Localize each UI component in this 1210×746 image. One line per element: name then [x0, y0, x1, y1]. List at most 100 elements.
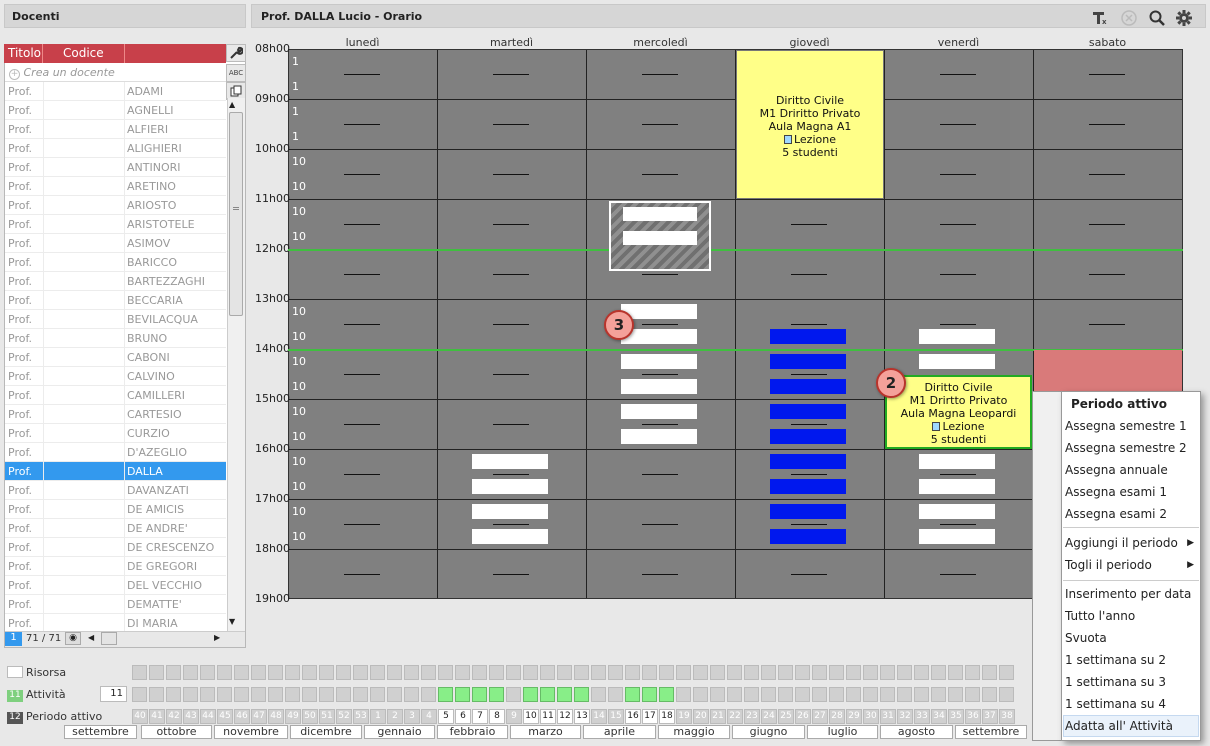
risorsa-week-cell[interactable]	[285, 665, 300, 680]
risorsa-week-cell[interactable]	[982, 665, 997, 680]
cancel-icon[interactable]	[1120, 10, 1138, 26]
periodo-week-cell[interactable]: 3	[404, 709, 420, 724]
risorsa-week-cell[interactable]	[863, 665, 878, 680]
lesson-block[interactable]	[770, 429, 846, 444]
lesson-block[interactable]	[919, 329, 995, 344]
periodo-week-cell[interactable]: 48	[268, 709, 284, 724]
risorsa-week-cell[interactable]	[353, 665, 368, 680]
attivita-week-cell[interactable]	[234, 687, 249, 702]
menu-item[interactable]: Svuota	[1065, 631, 1107, 645]
risorsa-week-cell[interactable]	[149, 665, 164, 680]
attivita-week-cell[interactable]	[710, 687, 725, 702]
attivita-week-cell[interactable]	[489, 687, 504, 702]
periodo-week-cell[interactable]: 11	[540, 709, 556, 724]
attivita-week-cell[interactable]	[574, 687, 589, 702]
attivita-week-cell[interactable]	[336, 687, 351, 702]
risorsa-week-cell[interactable]	[455, 665, 470, 680]
risorsa-week-cell[interactable]	[829, 665, 844, 680]
lesson-block[interactable]	[919, 454, 995, 469]
periodo-week-cell[interactable]: 32	[897, 709, 913, 724]
column-header-codice[interactable]: Codice	[63, 46, 104, 60]
attivita-week-cell[interactable]	[982, 687, 997, 702]
table-settings-icon[interactable]: x	[1092, 10, 1110, 26]
docente-row[interactable]: Prof.DE CRESCENZO	[5, 538, 226, 557]
attivita-week-cell[interactable]	[914, 687, 929, 702]
risorsa-week-cell[interactable]	[778, 665, 793, 680]
attivita-week-cell[interactable]	[183, 687, 198, 702]
risorsa-week-cell[interactable]	[880, 665, 895, 680]
docente-row[interactable]: Prof.ARETINO	[5, 177, 226, 196]
docente-row[interactable]: Prof.CURZIO	[5, 424, 226, 443]
attivita-week-cell[interactable]	[931, 687, 946, 702]
attivita-week-cell[interactable]	[999, 687, 1014, 702]
risorsa-week-cell[interactable]	[676, 665, 691, 680]
menu-item[interactable]: Aggiungi il periodo	[1065, 536, 1178, 550]
periodo-week-cell[interactable]: 23	[744, 709, 760, 724]
docente-row[interactable]: Prof.BECCARIA	[5, 291, 226, 310]
risorsa-week-cell[interactable]	[727, 665, 742, 680]
docente-row[interactable]: Prof.BARTEZZAGHI	[5, 272, 226, 291]
periodo-week-cell[interactable]: 24	[761, 709, 777, 724]
periodo-week-cell[interactable]: 26	[795, 709, 811, 724]
attivita-week-cell[interactable]	[676, 687, 691, 702]
lesson-block[interactable]	[919, 529, 995, 544]
attivita-week-cell[interactable]	[744, 687, 759, 702]
docente-row[interactable]: Prof.D'AZEGLIO	[5, 443, 226, 462]
lesson-block[interactable]	[621, 329, 697, 344]
attivita-week-cell[interactable]	[965, 687, 980, 702]
drag-placeholder-block[interactable]	[609, 201, 711, 271]
docente-row[interactable]: Prof.CALVINO	[5, 367, 226, 386]
periodo-week-cell[interactable]: 8	[489, 709, 505, 724]
periodo-week-cell[interactable]: 49	[285, 709, 301, 724]
attivita-week-cell[interactable]	[557, 687, 572, 702]
risorsa-week-cell[interactable]	[251, 665, 266, 680]
menu-item[interactable]: Inserimento per data	[1065, 587, 1192, 601]
menu-item[interactable]: Adatta all' Attività	[1065, 719, 1173, 733]
lesson-card-friday[interactable]: Diritto Civile M1 Drirtto Privato Aula M…	[885, 375, 1032, 449]
risorsa-week-cell[interactable]	[336, 665, 351, 680]
docente-row[interactable]: Prof.ALIGHIERI	[5, 139, 226, 158]
menu-item[interactable]: 1 settimana su 4	[1065, 697, 1166, 711]
risorsa-week-cell[interactable]	[659, 665, 674, 680]
lesson-block[interactable]	[770, 329, 846, 344]
risorsa-week-cell[interactable]	[761, 665, 776, 680]
gear-icon[interactable]	[1175, 10, 1193, 26]
risorsa-week-cell[interactable]	[472, 665, 487, 680]
docente-row[interactable]: Prof.DEL VECCHIO	[5, 576, 226, 595]
risorsa-week-cell[interactable]	[234, 665, 249, 680]
attivita-week-cell[interactable]	[251, 687, 266, 702]
docente-row[interactable]: Prof.CARTESIO	[5, 405, 226, 424]
risorsa-week-cell[interactable]	[404, 665, 419, 680]
periodo-week-cell[interactable]: 45	[217, 709, 233, 724]
periodo-week-cell[interactable]: 13	[574, 709, 590, 724]
copy-icon[interactable]	[226, 82, 246, 100]
lesson-block[interactable]	[919, 354, 995, 369]
attivita-week-cell[interactable]	[319, 687, 334, 702]
scroll-down-icon[interactable]: ▼	[229, 617, 236, 626]
lesson-block[interactable]	[472, 504, 548, 519]
risorsa-week-cell[interactable]	[540, 665, 555, 680]
periodo-week-cell[interactable]: 44	[200, 709, 216, 724]
risorsa-week-cell[interactable]	[506, 665, 521, 680]
periodo-week-cell[interactable]: 40	[132, 709, 148, 724]
docente-row[interactable]: Prof.DALLA	[5, 462, 226, 481]
attivita-week-cell[interactable]	[353, 687, 368, 702]
menu-item[interactable]: Tutto l'anno	[1065, 609, 1136, 623]
attivita-week-cell[interactable]	[727, 687, 742, 702]
scroll-right-icon[interactable]: ▶	[214, 633, 221, 642]
attivita-week-cell[interactable]	[659, 687, 674, 702]
column-header-titolo[interactable]: Titolo	[8, 46, 42, 60]
lesson-block[interactable]	[621, 429, 697, 444]
attivita-week-cell[interactable]	[438, 687, 453, 702]
docente-row[interactable]: Prof.ADAMI	[5, 82, 226, 101]
attivita-week-cell[interactable]	[812, 687, 827, 702]
periodo-week-cell[interactable]: 34	[931, 709, 947, 724]
attivita-week-cell[interactable]	[625, 687, 640, 702]
attivita-week-cell[interactable]	[795, 687, 810, 702]
periodo-week-cell[interactable]: 28	[829, 709, 845, 724]
periodo-week-cell[interactable]: 9	[506, 709, 522, 724]
attivita-week-cell[interactable]	[268, 687, 283, 702]
attivita-week-cell[interactable]	[829, 687, 844, 702]
attivita-week-cell[interactable]	[642, 687, 657, 702]
lesson-block[interactable]	[770, 379, 846, 394]
